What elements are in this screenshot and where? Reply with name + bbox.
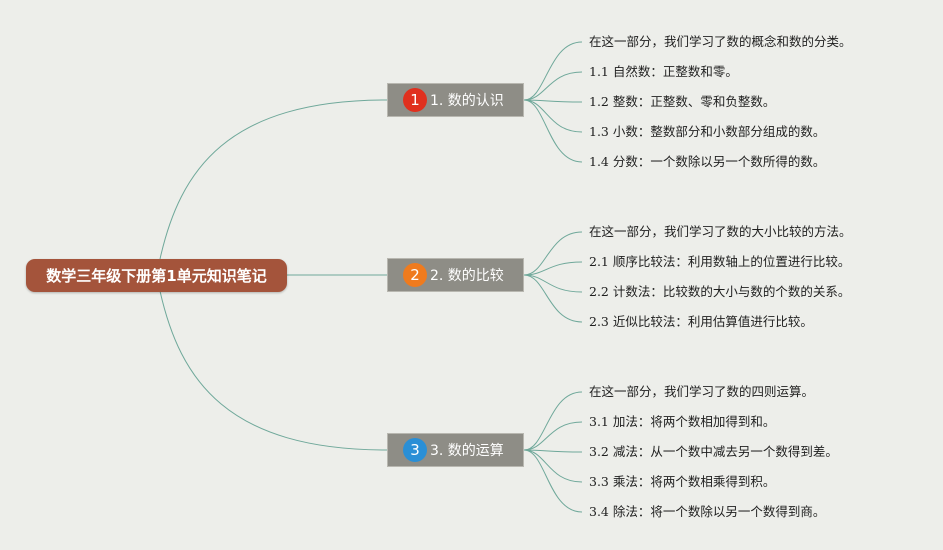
leaf-topic-3-2[interactable]: 3.2 减法：从一个数中减去另一个数得到差。	[589, 444, 838, 459]
leaf-topic-1-2[interactable]: 1.2 整数：正整数、零和负整数。	[589, 94, 776, 109]
leaf-topic-2-3[interactable]: 2.3 近似比较法：利用估算值进行比较。	[589, 314, 813, 329]
connector-branch-1-leaf-4	[523, 99, 583, 133]
branch-label: 2. 数的比较	[430, 268, 504, 284]
connector-branch-1-leaf-3	[523, 99, 583, 103]
branch-label: 3. 数的运算	[430, 443, 504, 459]
leaf-topic-2-intro[interactable]: 在这一部分，我们学习了数的大小比较的方法。	[589, 224, 852, 239]
leaf-topic-3-4[interactable]: 3.4 除法：将一个数除以另一个数得到商。	[589, 504, 826, 519]
leaf-topic-1-3[interactable]: 1.3 小数：整数部分和小数部分组成的数。	[589, 124, 826, 139]
connector-branch-2-leaf-1	[523, 231, 583, 276]
connector-branch-2-leaf-3	[523, 274, 583, 293]
leaf-topic-3-intro[interactable]: 在这一部分，我们学习了数的四则运算。	[589, 384, 815, 399]
connector-root-branch-3	[159, 290, 388, 451]
branch-topic-1[interactable]: 1 1. 数的认识	[387, 83, 524, 117]
number-1-icon: 1	[403, 88, 427, 112]
connector-branch-3-leaf-2	[523, 421, 583, 451]
leaf-topic-3-3[interactable]: 3.3 乘法：将两个数相乘得到积。	[589, 474, 776, 489]
branch-topic-2[interactable]: 2 2. 数的比较	[387, 258, 524, 292]
connector-branch-3-leaf-3	[523, 449, 583, 453]
leaf-topic-1-1[interactable]: 1.1 自然数：正整数和零。	[589, 64, 738, 79]
number-2-icon: 2	[403, 263, 427, 287]
branch-label: 1. 数的认识	[430, 93, 504, 109]
leaf-topic-2-1[interactable]: 2.1 顺序比较法：利用数轴上的位置进行比较。	[589, 254, 851, 269]
leaf-topic-1-4[interactable]: 1.4 分数：一个数除以另一个数所得的数。	[589, 154, 826, 169]
connector-branch-1-leaf-2	[523, 71, 583, 101]
connector-branch-2-leaf-4	[523, 274, 583, 323]
connector-root-branch-1	[159, 99, 388, 260]
connector-branch-2-leaf-2	[523, 261, 583, 276]
connector-branch-3-leaf-5	[523, 449, 583, 513]
root-topic[interactable]: 数学三年级下册第1单元知识笔记	[26, 259, 287, 292]
connector-branch-1-leaf-5	[523, 99, 583, 163]
connector-branch-1-leaf-1	[523, 41, 583, 101]
leaf-topic-3-1[interactable]: 3.1 加法：将两个数相加得到和。	[589, 414, 776, 429]
connector-branch-3-leaf-1	[523, 391, 583, 451]
leaf-topic-2-2[interactable]: 2.2 计数法：比较数的大小与数的个数的关系。	[589, 284, 851, 299]
branch-topic-3[interactable]: 3 3. 数的运算	[387, 433, 524, 467]
connector-branch-3-leaf-4	[523, 449, 583, 483]
leaf-topic-1-intro[interactable]: 在这一部分，我们学习了数的概念和数的分类。	[589, 34, 852, 49]
number-3-icon: 3	[403, 438, 427, 462]
